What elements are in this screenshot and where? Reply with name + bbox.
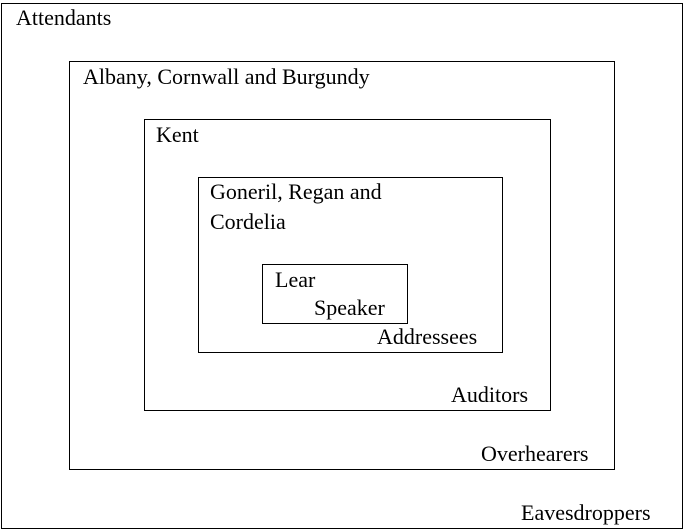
layer-speaker-box (262, 264, 408, 324)
layer-addressees-box (198, 177, 503, 353)
goneril-regan-line1-label: Goneril, Regan and (210, 179, 382, 204)
speaker-label: Speaker (314, 295, 385, 320)
layer-eavesdroppers-box (1, 3, 683, 529)
albany-cornwall-burgundy-label: Albany, Cornwall and Burgundy (83, 64, 370, 89)
addressees-label: Addressees (377, 324, 478, 349)
cordelia-label: Cordelia (210, 209, 286, 234)
overhearers-label: Overhearers (481, 441, 589, 466)
auditors-label: Auditors (451, 382, 528, 407)
lear-label: Lear (275, 267, 316, 292)
kent-label: Kent (156, 122, 199, 147)
layer-overhearers-box (69, 61, 615, 470)
layer-auditors-box (144, 119, 551, 411)
attendants-label: Attendants (16, 5, 112, 30)
eavesdroppers-label: Eavesdroppers (521, 500, 651, 525)
